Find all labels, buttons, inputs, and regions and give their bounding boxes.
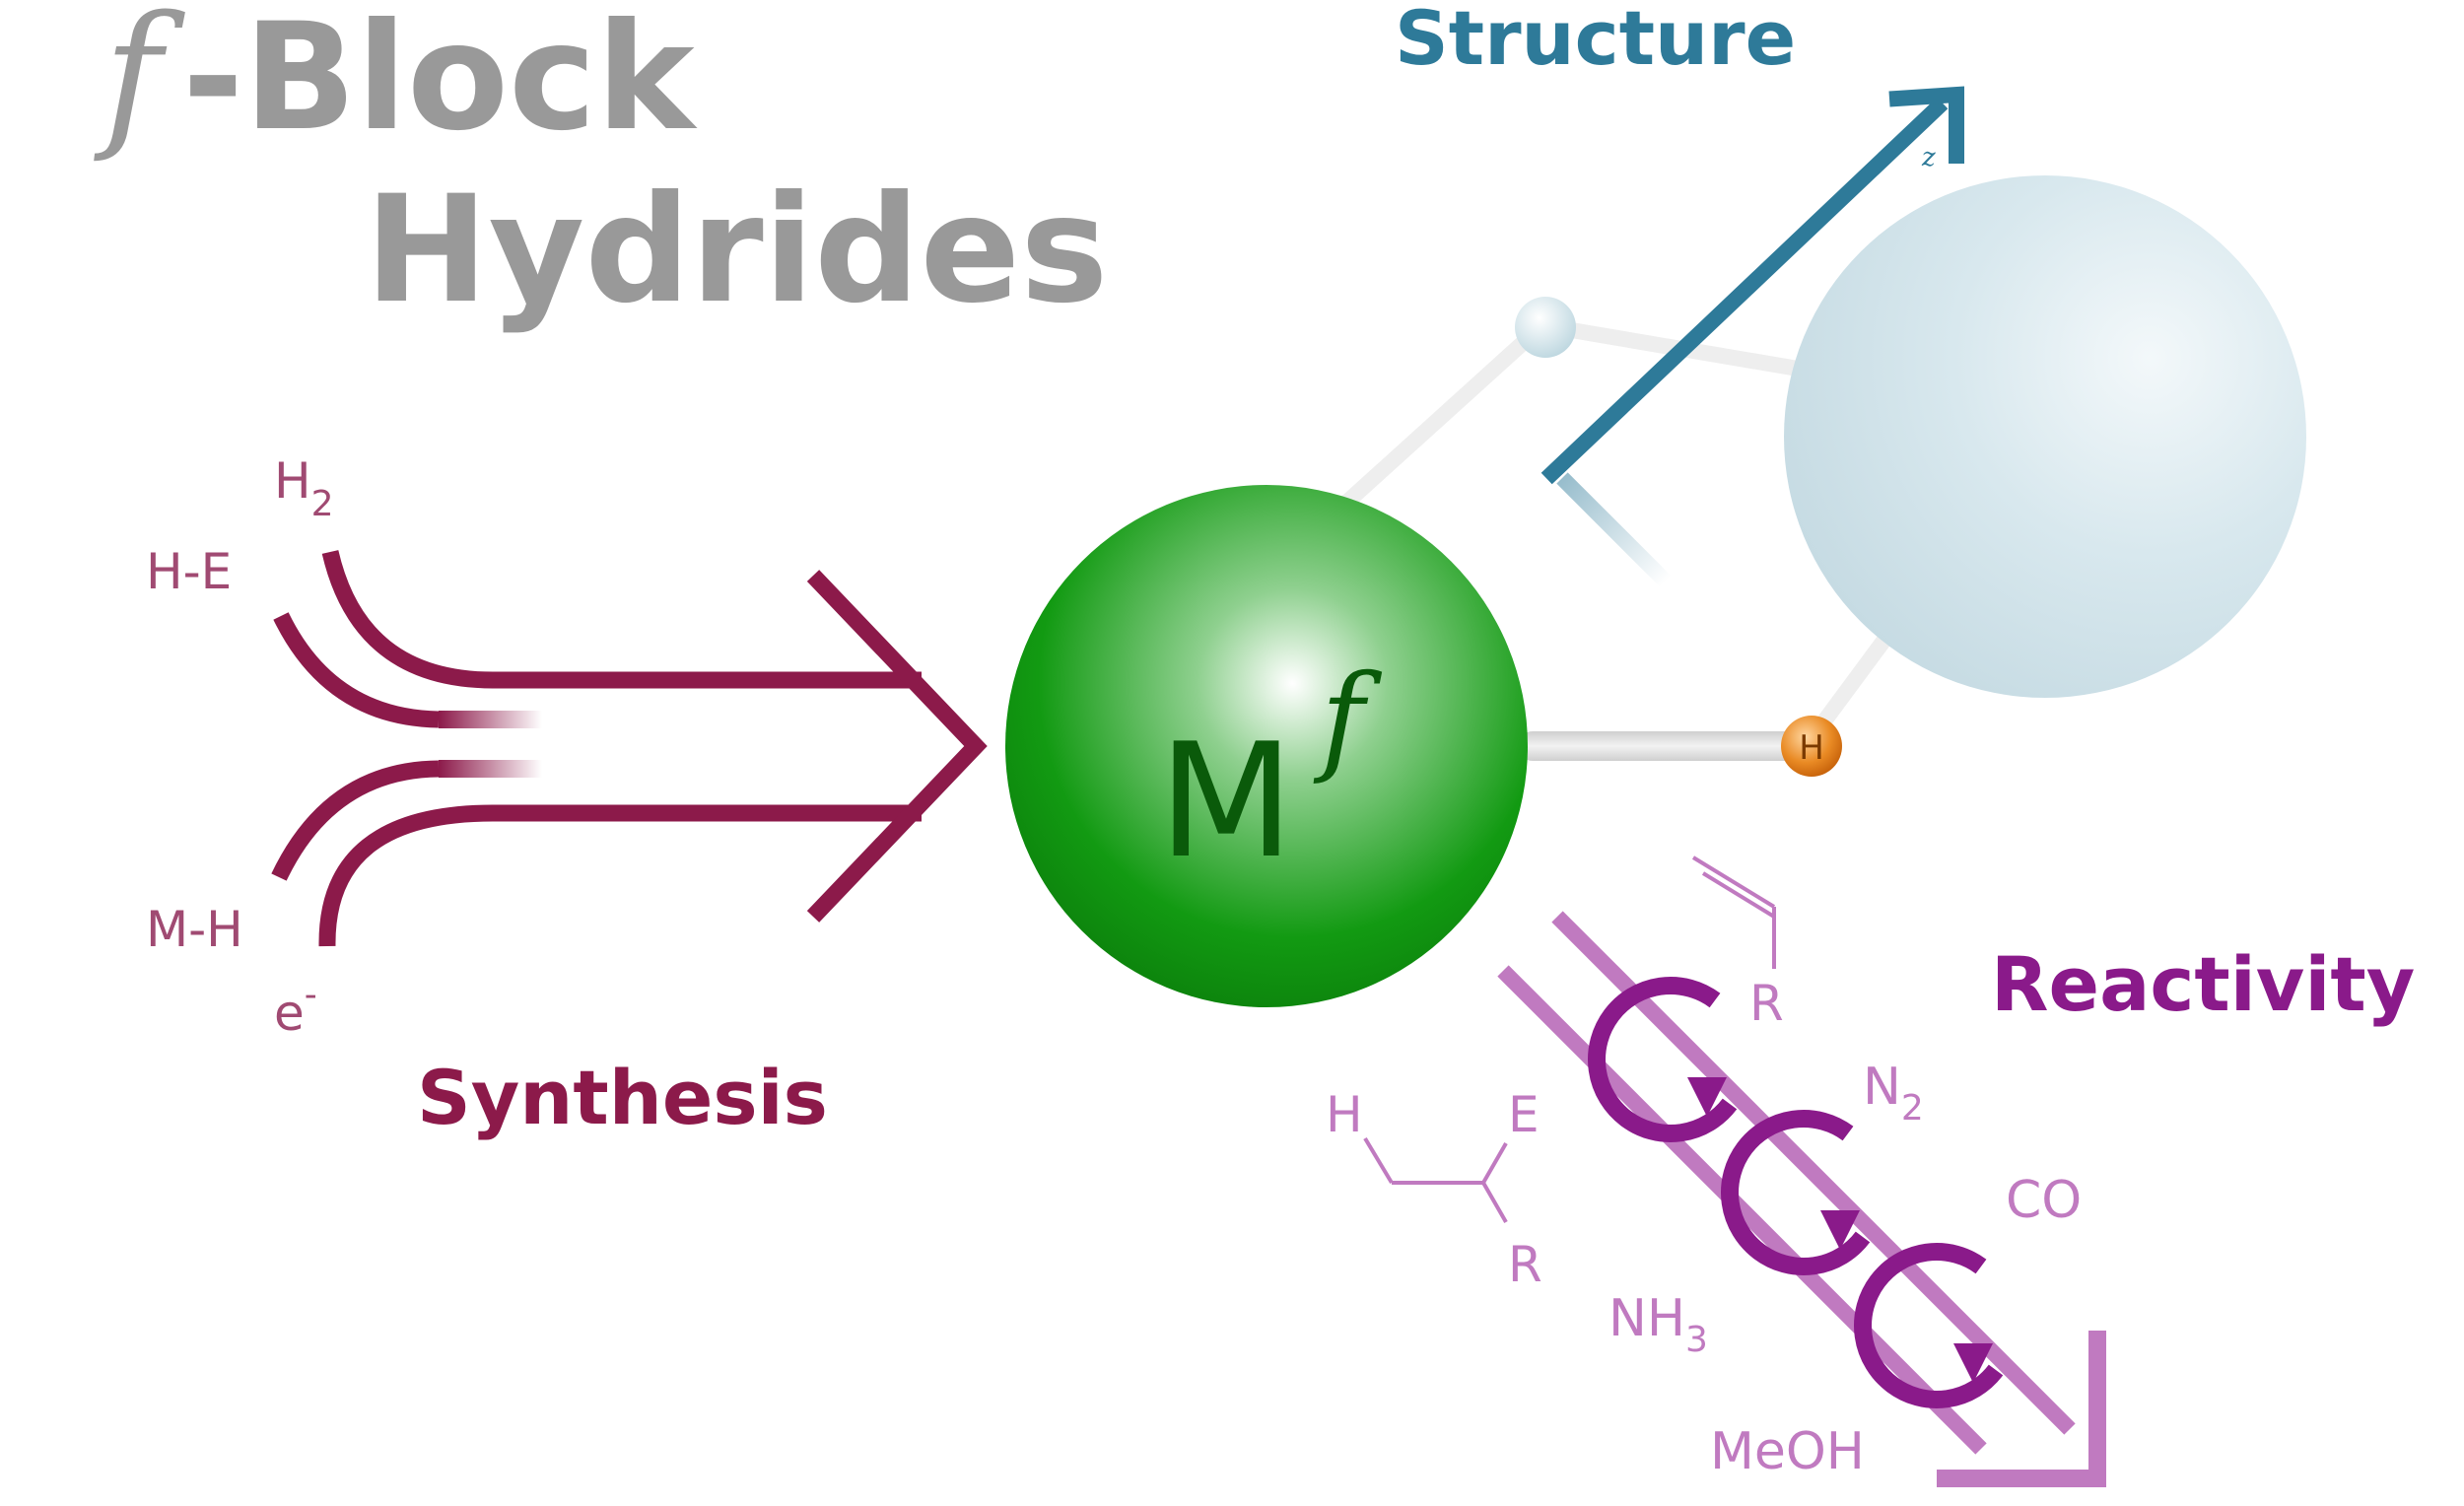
substrate-alkene-r: R (1749, 975, 1784, 1032)
alkene-double-bond-1 (1691, 856, 1776, 909)
cycle-3-arc (1854, 1243, 2004, 1408)
product-h: H (1326, 1086, 1363, 1143)
alkene-structure (1691, 856, 1776, 969)
synthesis-arrowhead (806, 570, 988, 923)
reactivity-section: R N2 CO NH3 MeOH H E R Reactivity (1326, 856, 2415, 1487)
title-italic-f: f (94, 0, 185, 166)
large-ligand-sphere (1784, 175, 2306, 698)
substrate-n2: N2 (1863, 1058, 1924, 1129)
cycle-2-arrowhead (1820, 1210, 1860, 1250)
substrate-nh3: NH3 (1608, 1289, 1708, 1360)
metal-center-group: M f H (1005, 485, 1842, 1007)
title-line2: Hydrides (365, 165, 1108, 336)
z-axis-line (1540, 97, 1949, 485)
faint-bond-2 (1535, 317, 1812, 377)
hydride-symbol: H (1799, 728, 1824, 768)
cycle-1-arrowhead (1687, 1077, 1727, 1117)
reagent-electron: e- (274, 975, 317, 1042)
z-axis-arrowhead (1888, 86, 1964, 164)
metal-hydride-bond (1518, 731, 1823, 761)
z-axis-label: z (1921, 143, 1936, 172)
cycle-3-arrowhead (1953, 1343, 1993, 1383)
structure-label: Structure (1395, 0, 1796, 82)
cycle-1-arc (1588, 977, 1738, 1142)
cycle-3 (1854, 1243, 2004, 1408)
title-line1: -Block (182, 0, 698, 164)
product-bond-r (1481, 1182, 1508, 1223)
synthesis-label: Synthesis (417, 1054, 828, 1141)
synthesis-fade-mh (439, 760, 542, 778)
cycle-2-arc (1721, 1110, 1871, 1275)
title-block: f -Block Hydrides (94, 0, 1108, 336)
synthesis-section: H2 H-E M-H e- Synthesis (146, 452, 988, 1141)
product-r: R (1508, 1236, 1542, 1293)
cycle-1 (1588, 977, 1738, 1142)
reactivity-arrowhead (1937, 1331, 2106, 1487)
synthesis-curve-electron (318, 804, 922, 947)
reagent-h2: H2 (274, 452, 334, 524)
alkene-double-bond-2 (1701, 871, 1776, 919)
he-addition-product (1363, 1136, 1508, 1223)
synthesis-curve-mh (271, 760, 440, 881)
y-axis-faded (1556, 472, 1672, 587)
metal-symbol: M (1158, 709, 1294, 893)
metal-atom-sphere (1005, 485, 1528, 1007)
substrate-meoh: MeOH (1710, 1422, 1865, 1481)
structure-section: Structure z (1328, 0, 2306, 757)
substrate-co: CO (2006, 1171, 2082, 1230)
product-bond-e (1481, 1142, 1508, 1184)
reagent-mh: M-H (146, 901, 243, 958)
small-ligand-sphere (1515, 297, 1576, 358)
synthesis-fade-he (439, 711, 542, 728)
cycle-2 (1721, 1110, 1871, 1275)
hydride-atom-sphere (1781, 716, 1842, 777)
synthesis-curve-he (273, 612, 440, 728)
synthesis-curve-h2 (321, 550, 922, 689)
reactivity-arrow-line-upper (1497, 965, 1987, 1455)
reactivity-label: Reactivity (1991, 940, 2415, 1028)
product-bond-h (1363, 1136, 1394, 1185)
product-e: E (1508, 1086, 1540, 1143)
reagent-he: H-E (146, 543, 232, 600)
faint-bond-1 (1328, 317, 1550, 520)
